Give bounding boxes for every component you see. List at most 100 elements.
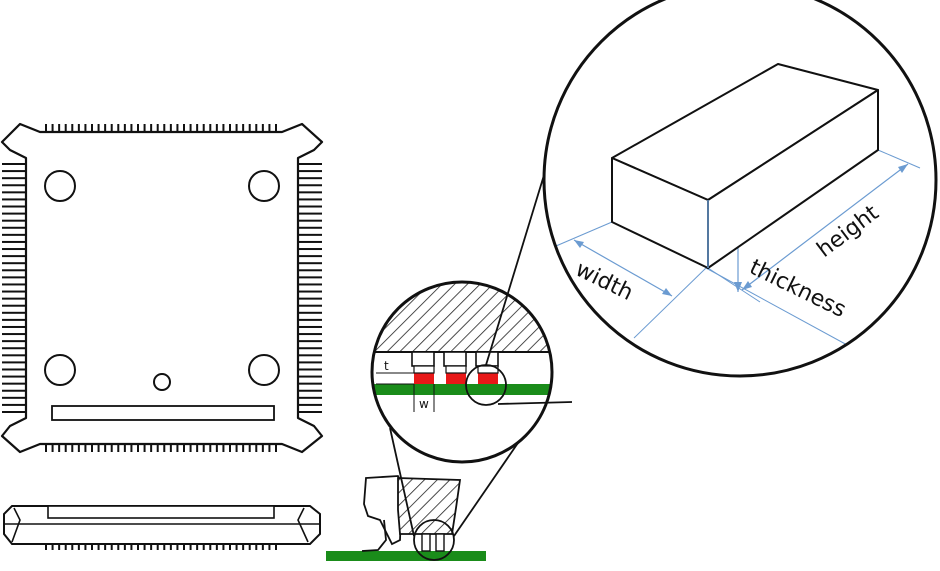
pin [2,354,28,357]
pin [183,124,185,136]
pin [2,212,28,215]
pin [296,318,322,321]
solder-joint-1 [414,373,434,384]
pin [296,177,322,180]
pin [58,440,61,452]
gull-wing-lead [361,519,387,552]
pin-row-left [2,163,28,413]
lead-housing [363,475,403,546]
callout-line-left [389,427,415,537]
pin [296,233,322,236]
pin [275,124,277,136]
pin-row-bottom [45,440,277,452]
pin [296,226,322,229]
pin [268,440,271,452]
pin [2,262,28,265]
pin [242,440,245,452]
pin [296,325,322,328]
pin [296,403,322,406]
pin [2,411,28,413]
pin [215,440,218,452]
pin [296,290,322,293]
pin [176,440,179,452]
pin [156,440,159,452]
pin [209,440,212,452]
pin [51,124,54,136]
pin [110,124,113,136]
pin [222,124,225,136]
pin-row-top [45,124,277,136]
pin [296,382,322,385]
pin [137,440,139,452]
pin [163,124,166,136]
pin [2,191,28,194]
pin [2,170,28,173]
pin [296,191,322,194]
callout-line-lower [497,401,573,405]
bump-1 [411,351,435,367]
pin [2,375,28,378]
pin [156,124,159,136]
pin [58,124,61,136]
pin [296,170,322,173]
pin [296,375,322,378]
pin [296,354,322,357]
pin [64,124,67,136]
pin [296,297,322,300]
pin [2,163,28,165]
pin1-indicator [153,373,171,391]
detail-callout-circle-small [413,519,455,561]
pin [51,440,54,452]
pin [296,396,322,399]
pin [150,124,153,136]
pin [235,124,238,136]
pin [77,440,80,452]
pin [189,124,192,136]
pin [71,124,74,136]
pin [2,297,28,300]
pin [64,440,67,452]
pin [296,219,322,222]
pin [242,124,245,136]
pin [91,440,93,452]
pin [2,389,28,392]
pin [2,240,28,243]
pin [296,389,322,392]
pin [77,124,80,136]
pin [296,311,322,314]
pin [275,440,277,452]
pin-row-right [296,163,322,413]
pin [255,440,258,452]
pin [296,368,322,371]
pin [229,440,231,452]
big-zoom-detail: width thickness height [542,0,938,378]
pin [183,440,185,452]
pin [202,440,205,452]
pin [296,340,322,343]
pin [2,219,28,222]
pin [2,205,28,208]
pin [104,440,107,452]
pin [2,177,28,180]
qfp-top-view [0,122,324,454]
pin [268,124,271,136]
pin [296,240,322,243]
pin [2,361,28,364]
pin [117,440,120,452]
pin [215,124,218,136]
bottom-edge-strip [51,405,275,421]
pin [296,248,322,251]
pin [189,440,192,452]
pin [45,440,47,452]
solder-joint-2 [446,373,466,384]
pin [2,248,28,251]
pin [296,269,322,272]
lead-body-hatched [397,477,462,535]
pin [2,382,28,385]
pin [2,304,28,307]
callout-line-upper [485,161,549,366]
lead-cross-section [326,475,486,561]
pin [150,440,153,452]
pin [296,212,322,215]
